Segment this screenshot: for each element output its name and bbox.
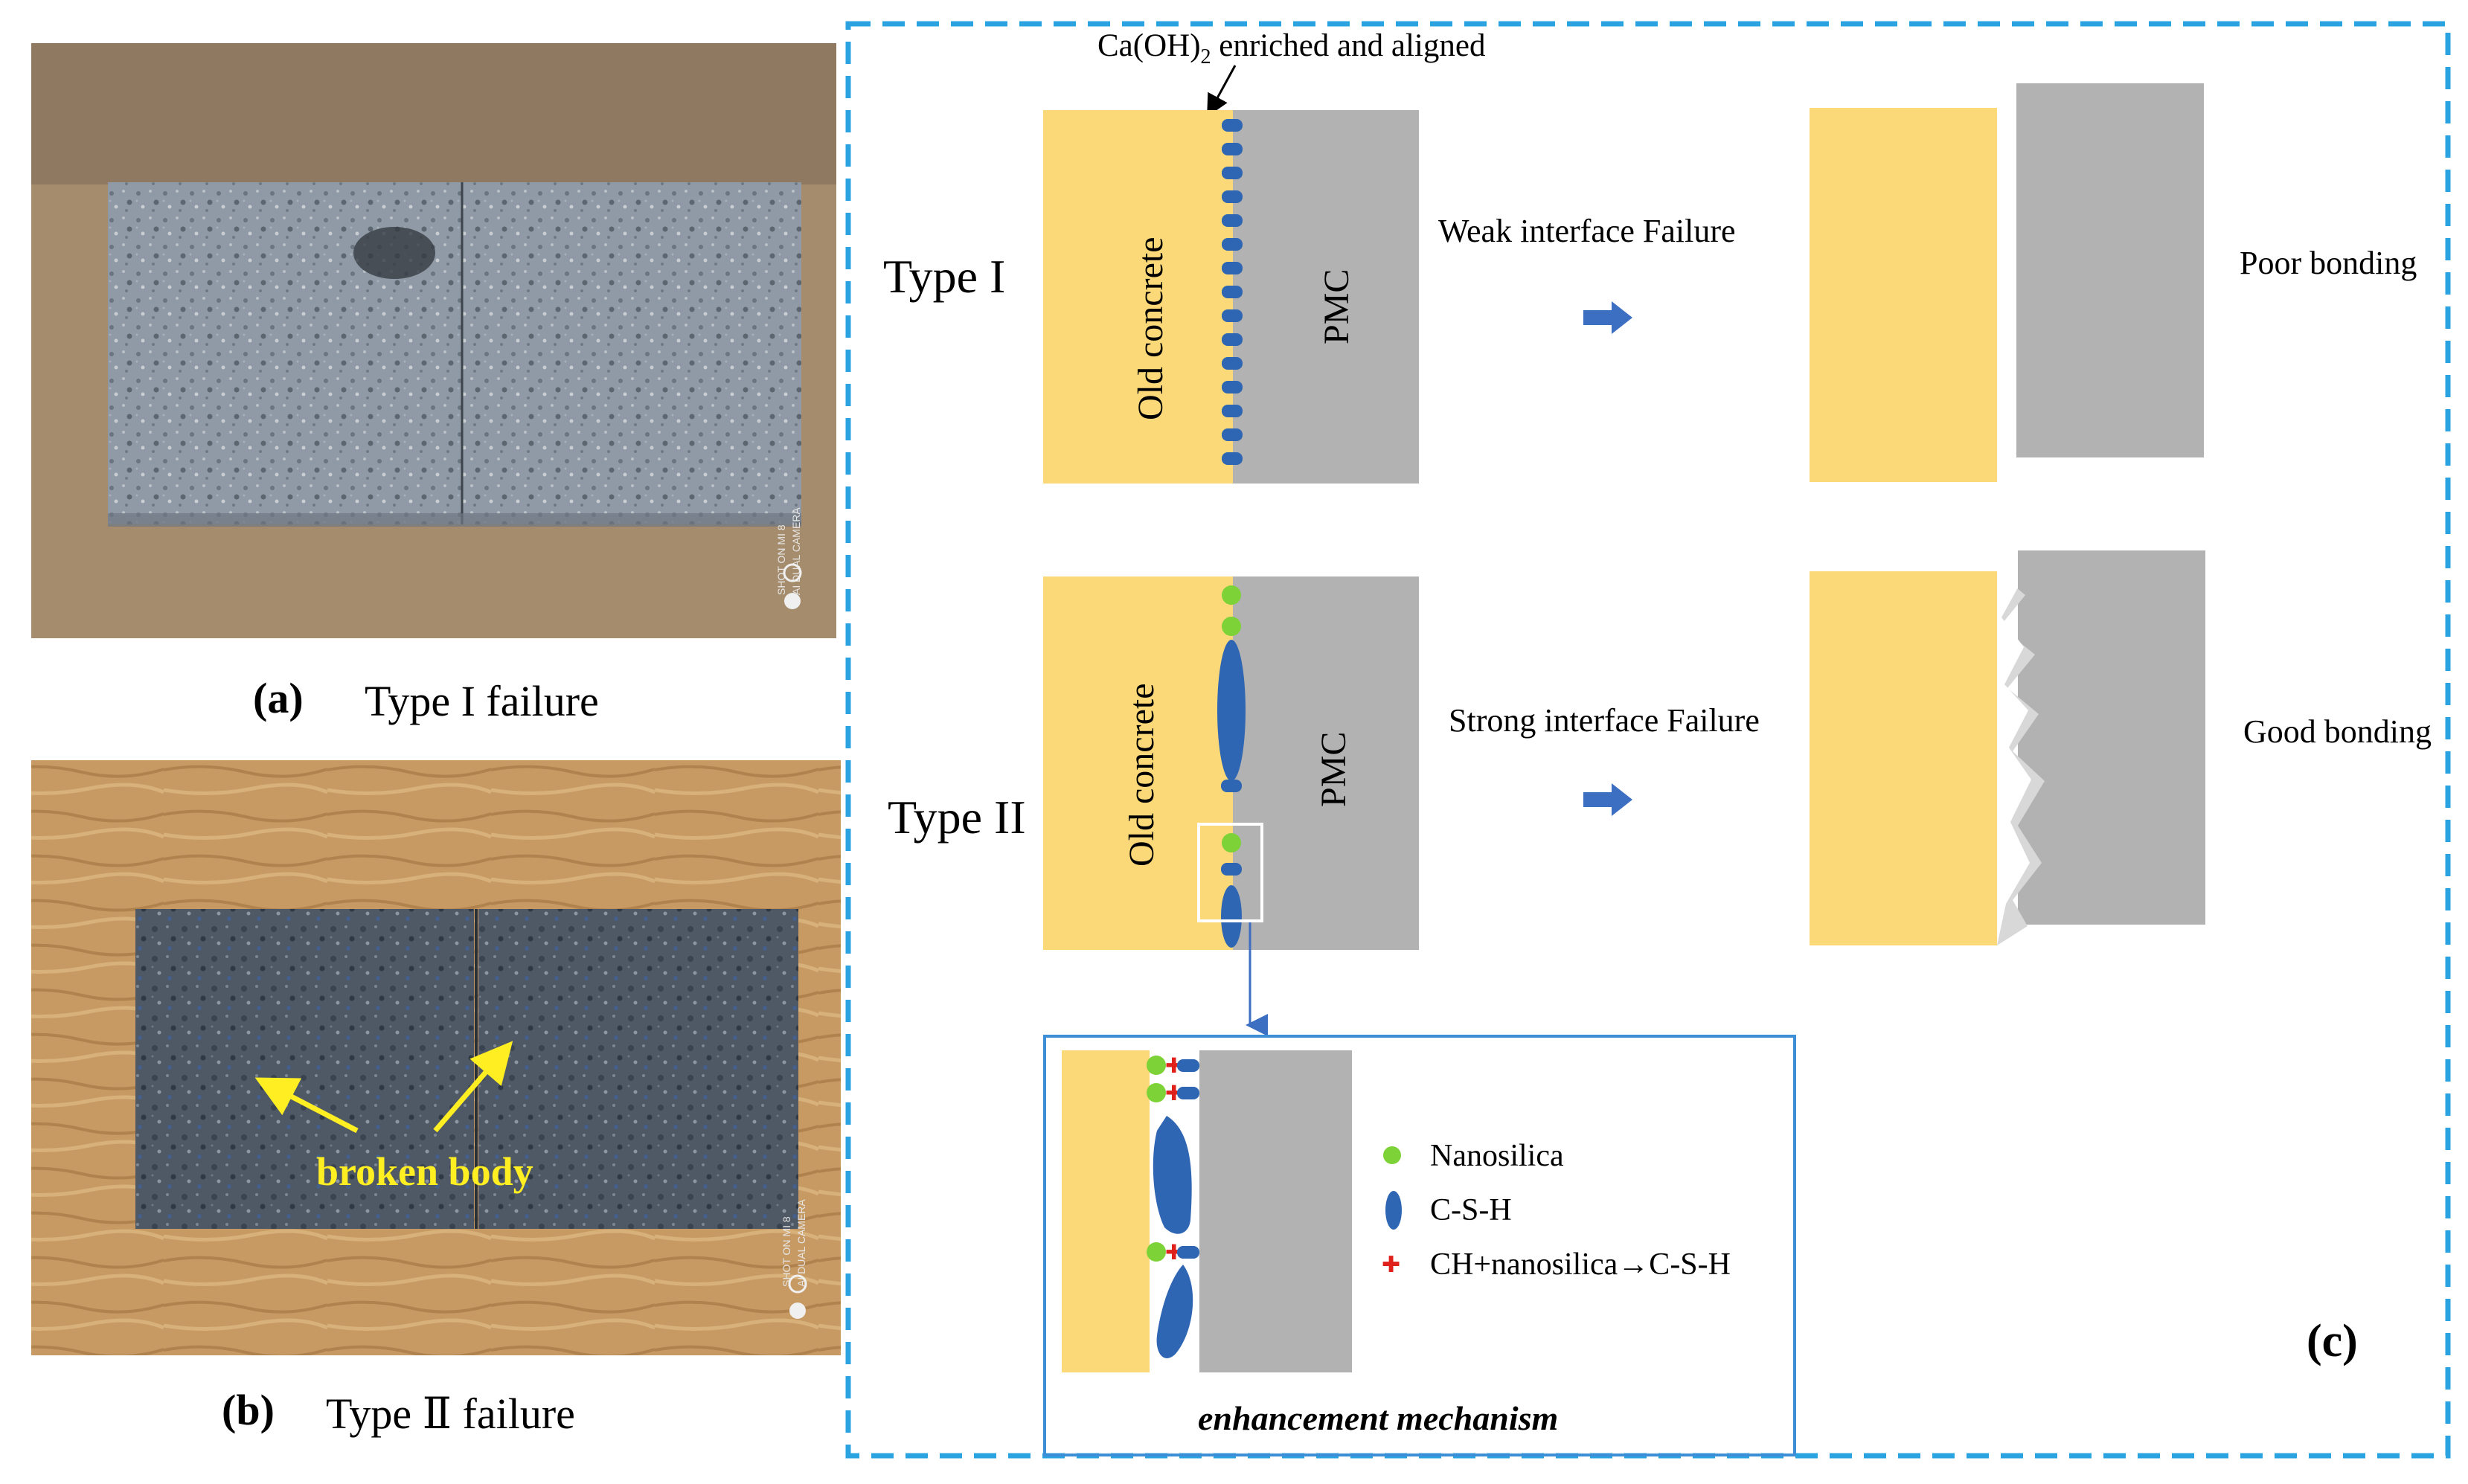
nanosilica-particle: [1222, 585, 1241, 605]
csh-gel: [1156, 1265, 1193, 1358]
type2-interface-products: [1217, 585, 1246, 948]
camera-watermark-a-1: SHOT ON MI 8: [775, 524, 787, 595]
nanosilica-particle: [1222, 833, 1241, 852]
legend-csh-swatch: [1385, 1191, 1402, 1230]
type1-arrow-right-icon: [1583, 301, 1632, 334]
camera-watermark-b-1: SHOT ON MI 8: [781, 1216, 792, 1287]
nanosilica-particle: [1147, 1083, 1166, 1102]
inset-old-concrete-block: [1062, 1050, 1150, 1372]
type2-old-concrete-label: Old concrete: [1122, 683, 1161, 867]
legend: Nanosilica C-S-H ✚ CH+nanosilica→C-S-H: [1382, 1139, 1731, 1282]
nanosilica-particle: [1147, 1056, 1166, 1075]
specimen-left-half-b: [135, 909, 474, 1229]
type2-result-old-block: [1810, 571, 1997, 945]
legend-reaction-label: CH+nanosilica→C-S-H: [1430, 1247, 1731, 1282]
nanosilica-particle: [1222, 617, 1241, 636]
type1-old-concrete-block: [1043, 110, 1233, 484]
csh-gel: [1217, 640, 1246, 781]
type2-pmc-label: PMC: [1314, 732, 1353, 807]
type2-failure-text: Strong interface Failure: [1449, 702, 1760, 739]
annotation-arrow-right: [433, 1041, 513, 1133]
camera-watermark-b-2: AI DUAL CAMERA: [795, 1199, 807, 1287]
type2-pmc-block: [1233, 576, 1419, 950]
panel-a-label: (a): [253, 674, 304, 722]
annotation-arrow-left: [254, 1077, 359, 1134]
ch-crystal: [1177, 1059, 1199, 1072]
inset-title: enhancement mechanism: [1198, 1399, 1558, 1437]
svg-text:✚: ✚: [1165, 1081, 1182, 1105]
type1-label: Type I: [883, 250, 1005, 303]
inset-interface: ✚ ✚ ✚: [1147, 1053, 1199, 1358]
panel-c-label: (c): [2307, 1316, 2358, 1366]
type2-label: Type II: [888, 791, 1026, 844]
ch-crystal: [1221, 780, 1242, 792]
svg-text:✚: ✚: [1165, 1240, 1182, 1265]
type2-result-text: Good bonding: [2243, 713, 2432, 750]
panel-a-caption: Type I failure: [365, 677, 599, 725]
legend-nanosilica-label: Nanosilica: [1430, 1139, 1564, 1173]
inset-frame: [1043, 1035, 1796, 1456]
type1-pmc-label: PMC: [1317, 269, 1356, 344]
type1-old-concrete-label: Old concrete: [1131, 237, 1170, 420]
specimen-right-half-b: [478, 909, 798, 1229]
type1-pmc-block: [1233, 110, 1419, 484]
broken-body-annotation: broken body: [316, 1149, 533, 1194]
legend-nanosilica-swatch: [1383, 1146, 1401, 1164]
ch-crystal: [1221, 863, 1242, 876]
ch-crystal: [1177, 1246, 1199, 1259]
panel-a-photo: SHOT ON MI 8 AI DUAL CAMERA: [31, 43, 836, 638]
panel-c-frame: [845, 21, 2451, 1459]
nanosilica-particle: [1147, 1242, 1166, 1262]
csh-gel: [1153, 1116, 1192, 1234]
ch-callout: Ca(OH)2 enriched and aligned: [1097, 28, 1485, 68]
type2-result-pmc-block: [2018, 550, 2205, 925]
panel-b-photo: broken body SHOT ON MI 8 AI DUAL CAMERA: [31, 760, 841, 1355]
type1-result-old-block: [1810, 108, 1997, 482]
type1-failure-text: Weak interface Failure: [1438, 213, 1736, 249]
zoom-box: [1197, 823, 1263, 922]
legend-csh-label: C-S-H: [1430, 1193, 1512, 1227]
svg-text:✚: ✚: [1165, 1053, 1182, 1078]
panel-b-label: (b): [222, 1386, 275, 1434]
legend-reaction-swatch: ✚: [1382, 1252, 1400, 1278]
callout-pointer: [1207, 65, 1237, 118]
type1-result-pmc-block: [2016, 83, 2204, 457]
camera-watermark-a-2: AI DUAL CAMERA: [790, 507, 802, 595]
type2-arrow-right-icon: [1583, 783, 1632, 816]
ch-crystal: [1177, 1087, 1199, 1099]
csh-gel: [1221, 885, 1242, 948]
specimen-right-half: [463, 182, 801, 524]
panel-b-caption: Type Ⅱ failure: [326, 1390, 575, 1438]
type1-result-text: Poor bonding: [2240, 245, 2417, 281]
ch-crystal-chain: [1222, 119, 1243, 465]
inset-pmc-block: [1199, 1050, 1352, 1372]
type2-old-concrete-block: [1043, 576, 1233, 950]
